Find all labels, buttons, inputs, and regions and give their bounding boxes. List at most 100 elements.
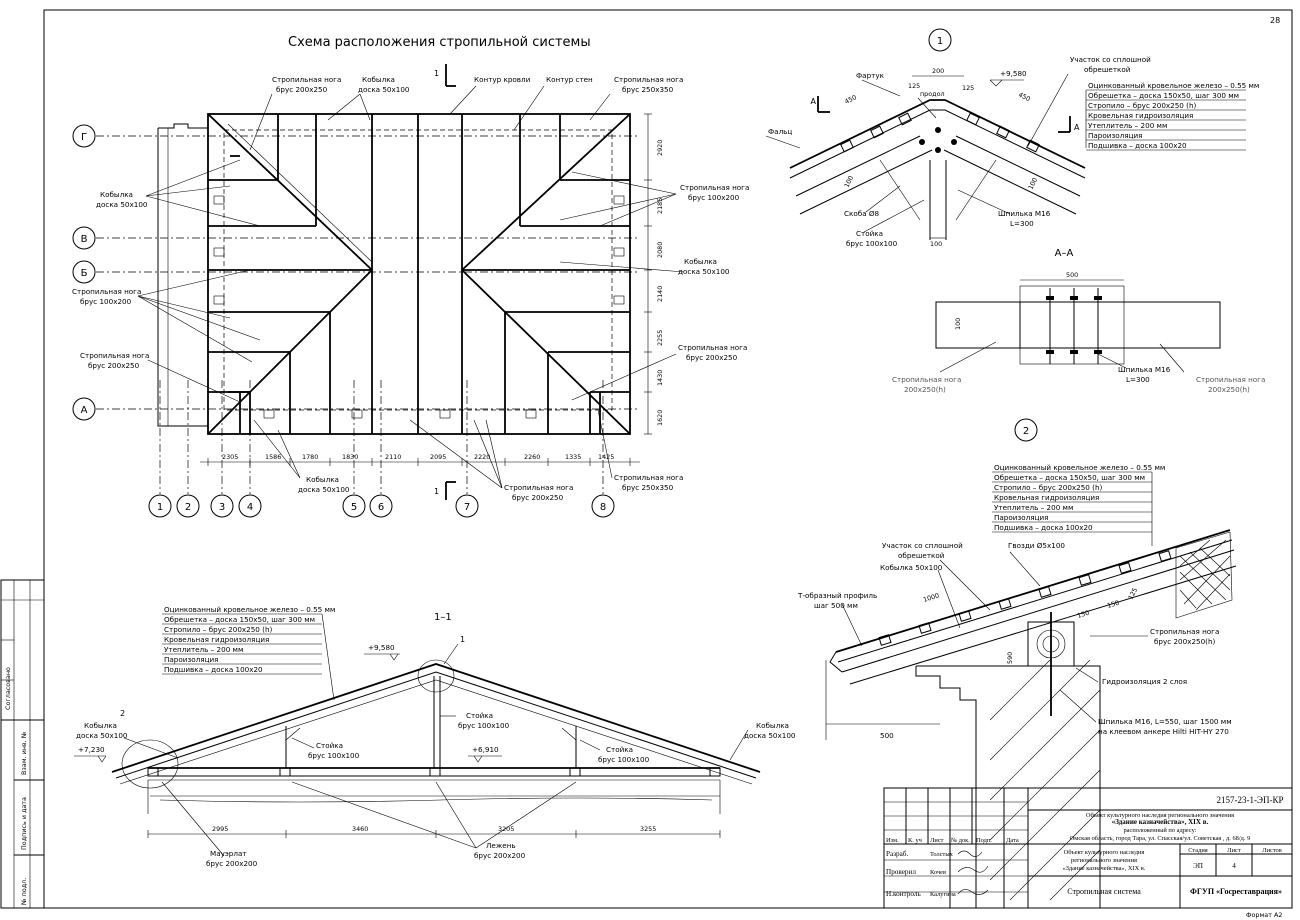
s11-lezhen-1: Лежень	[486, 841, 516, 850]
s11-layer-4: Утеплитель – 200 мм	[164, 645, 243, 654]
axis-A: А	[81, 405, 88, 416]
s11-elev-left: +7,230	[78, 745, 105, 754]
node1-dim-450a: 450	[843, 93, 857, 106]
node1-lbl-uchastok-1: Участок со сплошной	[1070, 55, 1151, 64]
axis-B: Б	[81, 268, 88, 279]
node2-layer-4: Утеплитель – 200 мм	[994, 503, 1073, 512]
lbl-kob-a-2: доска 50x100	[358, 85, 410, 94]
tb-name-2: Калугина	[930, 891, 956, 898]
node2-lbl-uchastok-2: обрешеткой	[898, 551, 945, 560]
tb-obj-1: «Здание казначейства», XIX в.	[1112, 818, 1209, 826]
lbl-kob-bottom-2: доска 50x100	[298, 485, 350, 494]
node2-layer-2: Стропило – брус 200x250 (h)	[994, 483, 1103, 492]
s11-node1-mark: 1	[460, 635, 465, 644]
lbl-strop-100-left-2: брус 100x200	[80, 297, 132, 306]
section-aa-detail: А–А 500 100 Стропильная нога 200x250(h) …	[892, 248, 1265, 394]
dim-r-5: 1430	[656, 370, 664, 386]
axis-1: 1	[157, 502, 163, 513]
s11-kob-left-1: Кобылка	[84, 721, 117, 730]
lbl-strop-200x250-a-2: брус 200x250	[276, 85, 328, 94]
node2-dim-500: 500	[880, 731, 894, 740]
tb-obj-0: Объект культурного наследия региональног…	[1086, 812, 1234, 819]
s11-kob-right-2: доска 50x100	[744, 731, 796, 740]
node1-mark: 1	[937, 36, 943, 47]
axis-4: 4	[247, 502, 253, 513]
plan-drawing	[157, 113, 631, 435]
lbl-kontur-sten: Контур стен	[546, 75, 593, 84]
section-11-detail: 1–1 1 2 +9,580 +6,9	[74, 605, 796, 868]
plan-dims-right: 2920 2185 2080 2140 2255 1430 1620	[644, 113, 664, 435]
aa-dim-100: 100	[954, 318, 962, 330]
lbl-strop-200-bottom-1: Стропильная нога	[504, 483, 573, 492]
axis-7: 7	[464, 502, 470, 513]
tb-obj2-0: Объект культурного наследия	[1064, 849, 1145, 856]
tb-stage-h: Стадия	[1188, 847, 1208, 854]
lbl-strop-200x250-a-1: Стропильная нога	[272, 75, 341, 84]
node1-dim-200: 200	[932, 67, 944, 75]
dim-b-7: 2260	[524, 453, 540, 461]
side-label-agreed: Согласовано	[4, 667, 12, 710]
s11-lezhen-2: брус 200x200	[474, 851, 526, 860]
tb-stage: ЭП	[1193, 862, 1203, 870]
node2-lbl-strop-1: Стропильная нога	[1150, 627, 1219, 636]
node2-layer-3: Кровельная гидроизоляция	[994, 493, 1099, 502]
lbl-strop-200-left-2: брус 200x250	[88, 361, 140, 370]
s11-layer-0: Оцинкованный кровельное железо – 0.55 мм	[164, 605, 335, 614]
node2-dim-590: 590	[1006, 652, 1014, 664]
s11-elev-mid: +6,910	[472, 745, 499, 754]
dim-r-0: 2920	[656, 140, 664, 156]
dim-r-3: 2140	[656, 286, 664, 302]
s11-stoyka-r-1: Стойка	[606, 745, 633, 754]
tb-obj2-2: «Здание казначейства», XIX в.	[1063, 865, 1146, 872]
lbl-kob-bottom-1: Кобылка	[306, 475, 339, 484]
tb-role-2: Н.контроль	[886, 890, 921, 898]
lbl-kob-left-1: Кобылка	[100, 190, 133, 199]
aa-lbl-shpilka-1: Шпилька M16	[1118, 365, 1171, 374]
dim-b-8: 1335	[565, 453, 581, 461]
tb-obj-2: расположенный по адресу:	[1123, 827, 1196, 834]
node1-layer-3: Кровельная гидроизоляция	[1088, 111, 1193, 120]
node2-lbl-strop-2: брус 200x250(h)	[1154, 637, 1216, 646]
s11-dim-1: 3460	[352, 825, 368, 833]
section-mark-bottom: 1	[434, 487, 439, 496]
node2-layer-6: Подшивка – доска 100x20	[994, 523, 1093, 532]
dim-b-0: 2305	[222, 453, 238, 461]
s11-stoyka-l-2: брус 100x100	[308, 751, 360, 760]
s11-title: 1–1	[434, 612, 452, 623]
node1-layer-0: Оцинкованный кровельное железо – 0.55 мм	[1088, 81, 1259, 90]
lbl-strop-200-bottom-2: брус 200x250	[512, 493, 564, 502]
lbl-strop-100-right-1: Стропильная нога	[680, 183, 749, 192]
node1-lbl-stoyka-2: брус 100x100	[846, 239, 898, 248]
node2-lbl-kobylka: Кобылка 50x100	[880, 563, 943, 572]
s11-stoyka-c-1: Стойка	[466, 711, 493, 720]
lbl-kontur-krovli: Контур кровли	[474, 75, 531, 84]
lbl-kob-right-2: доска 50x100	[678, 267, 730, 276]
node2-lbl-tprofile-1: Т-образный профиль	[797, 591, 877, 600]
axis-G: Г	[81, 132, 87, 143]
node1-lbl-fals: Фальц	[768, 127, 792, 136]
s11-dim-0: 2995	[212, 825, 228, 833]
node1-dim-100b: 100	[843, 174, 856, 188]
plan-labels: Стропильная нога брус 200x250 Кобылка до…	[72, 75, 749, 502]
aa-lbl-left-2: 200x250(h)	[904, 385, 946, 394]
node1-dim-450b: 450	[1017, 91, 1031, 104]
tb-drawing-name: Стропильная система	[1067, 887, 1141, 896]
dim-r-1: 2185	[656, 198, 664, 214]
s11-elev-top: +9,580	[368, 643, 395, 652]
dim-b-9: 1425	[598, 453, 614, 461]
dim-r-2: 2080	[656, 242, 664, 258]
lbl-strop-250-bottom-1: Стропильная нога	[614, 473, 683, 482]
node2-dim-150a: 150	[1076, 609, 1090, 620]
node2-mark: 2	[1023, 426, 1029, 437]
tb-h-podp: Подп.	[976, 837, 992, 844]
aa-lbl-right-2: 200x250(h)	[1208, 385, 1250, 394]
section-cut-marks: 1 1	[434, 64, 456, 500]
s11-mauerlat-2: брус 200x200	[206, 859, 258, 868]
node1-layer-1: Обрешетка – доска 150x50, шаг 300 мм	[1088, 91, 1239, 100]
node1-cut-a-left: А	[811, 97, 817, 106]
lbl-kob-a-1: Кобылка	[362, 75, 395, 84]
plan-title: Схема расположения стропильной системы	[288, 35, 591, 50]
s11-layer-2: Стропило – брус 200x250 (h)	[164, 625, 273, 634]
dim-r-4: 2255	[656, 330, 664, 346]
